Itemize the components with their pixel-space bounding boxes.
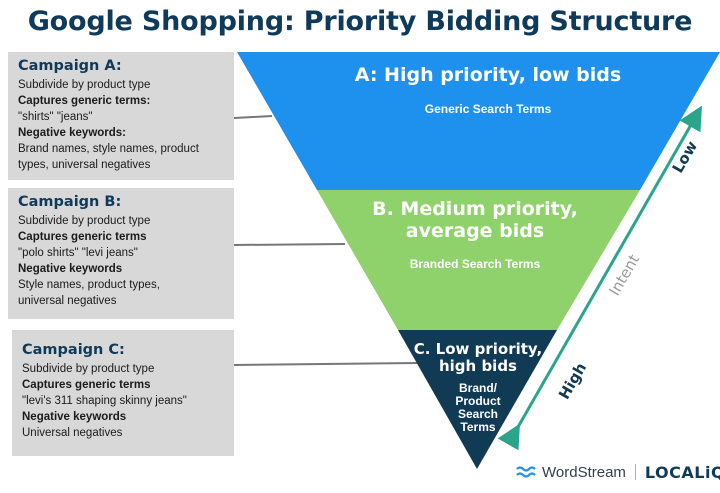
campaign-subdivide: Subdivide by product type <box>22 363 155 375</box>
campaign-a-card: Campaign A: Subdivide by product type Ca… <box>8 52 234 180</box>
localiq-logo-text: LOCALiQ <box>644 462 720 482</box>
campaign-b-card: Campaign B: Subdivide by product type Ca… <box>8 188 234 319</box>
campaign-c-card: Campaign C: Subdivide by product type Ca… <box>12 330 234 456</box>
tier-c-title-line1: C. Low priority, <box>413 340 543 358</box>
campaign-captures-label: Captures generic terms <box>22 379 151 391</box>
campaign-heading: Campaign A: <box>18 58 122 74</box>
campaign-negatives-line: Universal negatives <box>22 427 123 439</box>
tier-b-title-line2: average bids <box>405 220 545 242</box>
campaign-negatives-line: Style names, product types, <box>18 279 160 291</box>
tier-a-subtitle: Generic Search Terms <box>424 102 552 116</box>
intent-arrow <box>497 105 702 451</box>
tier-c-subtitle-line: Terms <box>460 420 496 434</box>
connector-line-b <box>233 243 346 246</box>
campaign-heading: Campaign B: <box>18 194 122 210</box>
connector-line-c <box>233 362 421 366</box>
campaign-captures-label: Captures generic terms: <box>18 95 151 107</box>
campaign-heading: Campaign C: <box>22 342 125 358</box>
tier-a-title: A: High priority, low bids <box>354 64 622 86</box>
campaign-negatives-label: Negative keywords <box>22 411 127 423</box>
page-title: Google Shopping: Priority Bidding Struct… <box>27 6 693 37</box>
connector-line-a <box>233 115 273 119</box>
tier-c-subtitle-line: Brand/ <box>458 381 497 395</box>
campaign-negatives-line: universal negatives <box>18 295 117 307</box>
wordstream-wave-icon <box>516 466 536 478</box>
tier-c-subtitle-line: Product <box>455 394 501 408</box>
tier-c-title-line2: high bids <box>438 357 517 375</box>
campaign-subdivide: Subdivide by product type <box>18 79 151 91</box>
campaign-captures-value: "polo shirts" "levi jeans" <box>18 247 138 259</box>
tier-b-subtitle: Branded Search Terms <box>409 257 541 271</box>
campaign-negatives-label: Negative keywords: <box>18 127 127 139</box>
campaign-negatives-line: Brand names, style names, product <box>18 143 199 155</box>
campaign-negatives-label: Negative keywords <box>18 263 123 275</box>
campaign-negatives-line: types, universal negatives <box>18 159 151 171</box>
tier-c-subtitle-line: Search <box>457 407 499 421</box>
campaign-captures-label: Captures generic terms <box>18 231 147 243</box>
tier-b-title-line1: B. Medium priority, <box>372 198 578 220</box>
campaign-subdivide: Subdivide by product type <box>18 215 151 227</box>
footer-logos: WordStream LOCALiQ <box>516 461 720 483</box>
wordstream-logo-text: WordStream <box>542 463 626 481</box>
campaign-captures-value: "shirts" "jeans" <box>18 111 93 123</box>
logo-divider <box>634 464 636 480</box>
campaign-captures-value: "levi's 311 shaping skinny jeans" <box>22 395 187 407</box>
